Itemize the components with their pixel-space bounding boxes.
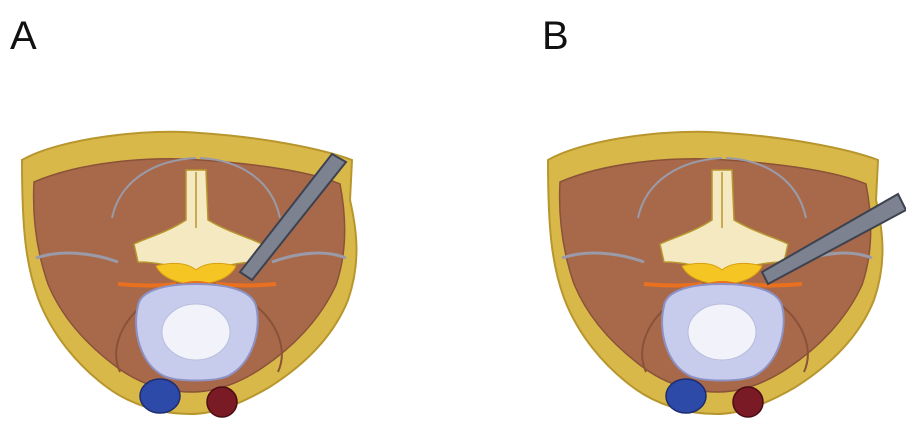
vena-cava [666,379,706,413]
cross-section-a [0,0,380,424]
cancellous-bone [162,304,230,360]
aorta [207,387,237,417]
cross-section-b [526,0,906,424]
nerve-root-right [742,284,802,286]
nerve-root-right [216,284,276,286]
vena-cava [140,379,180,413]
cancellous-bone [688,304,756,360]
aorta [733,387,763,417]
